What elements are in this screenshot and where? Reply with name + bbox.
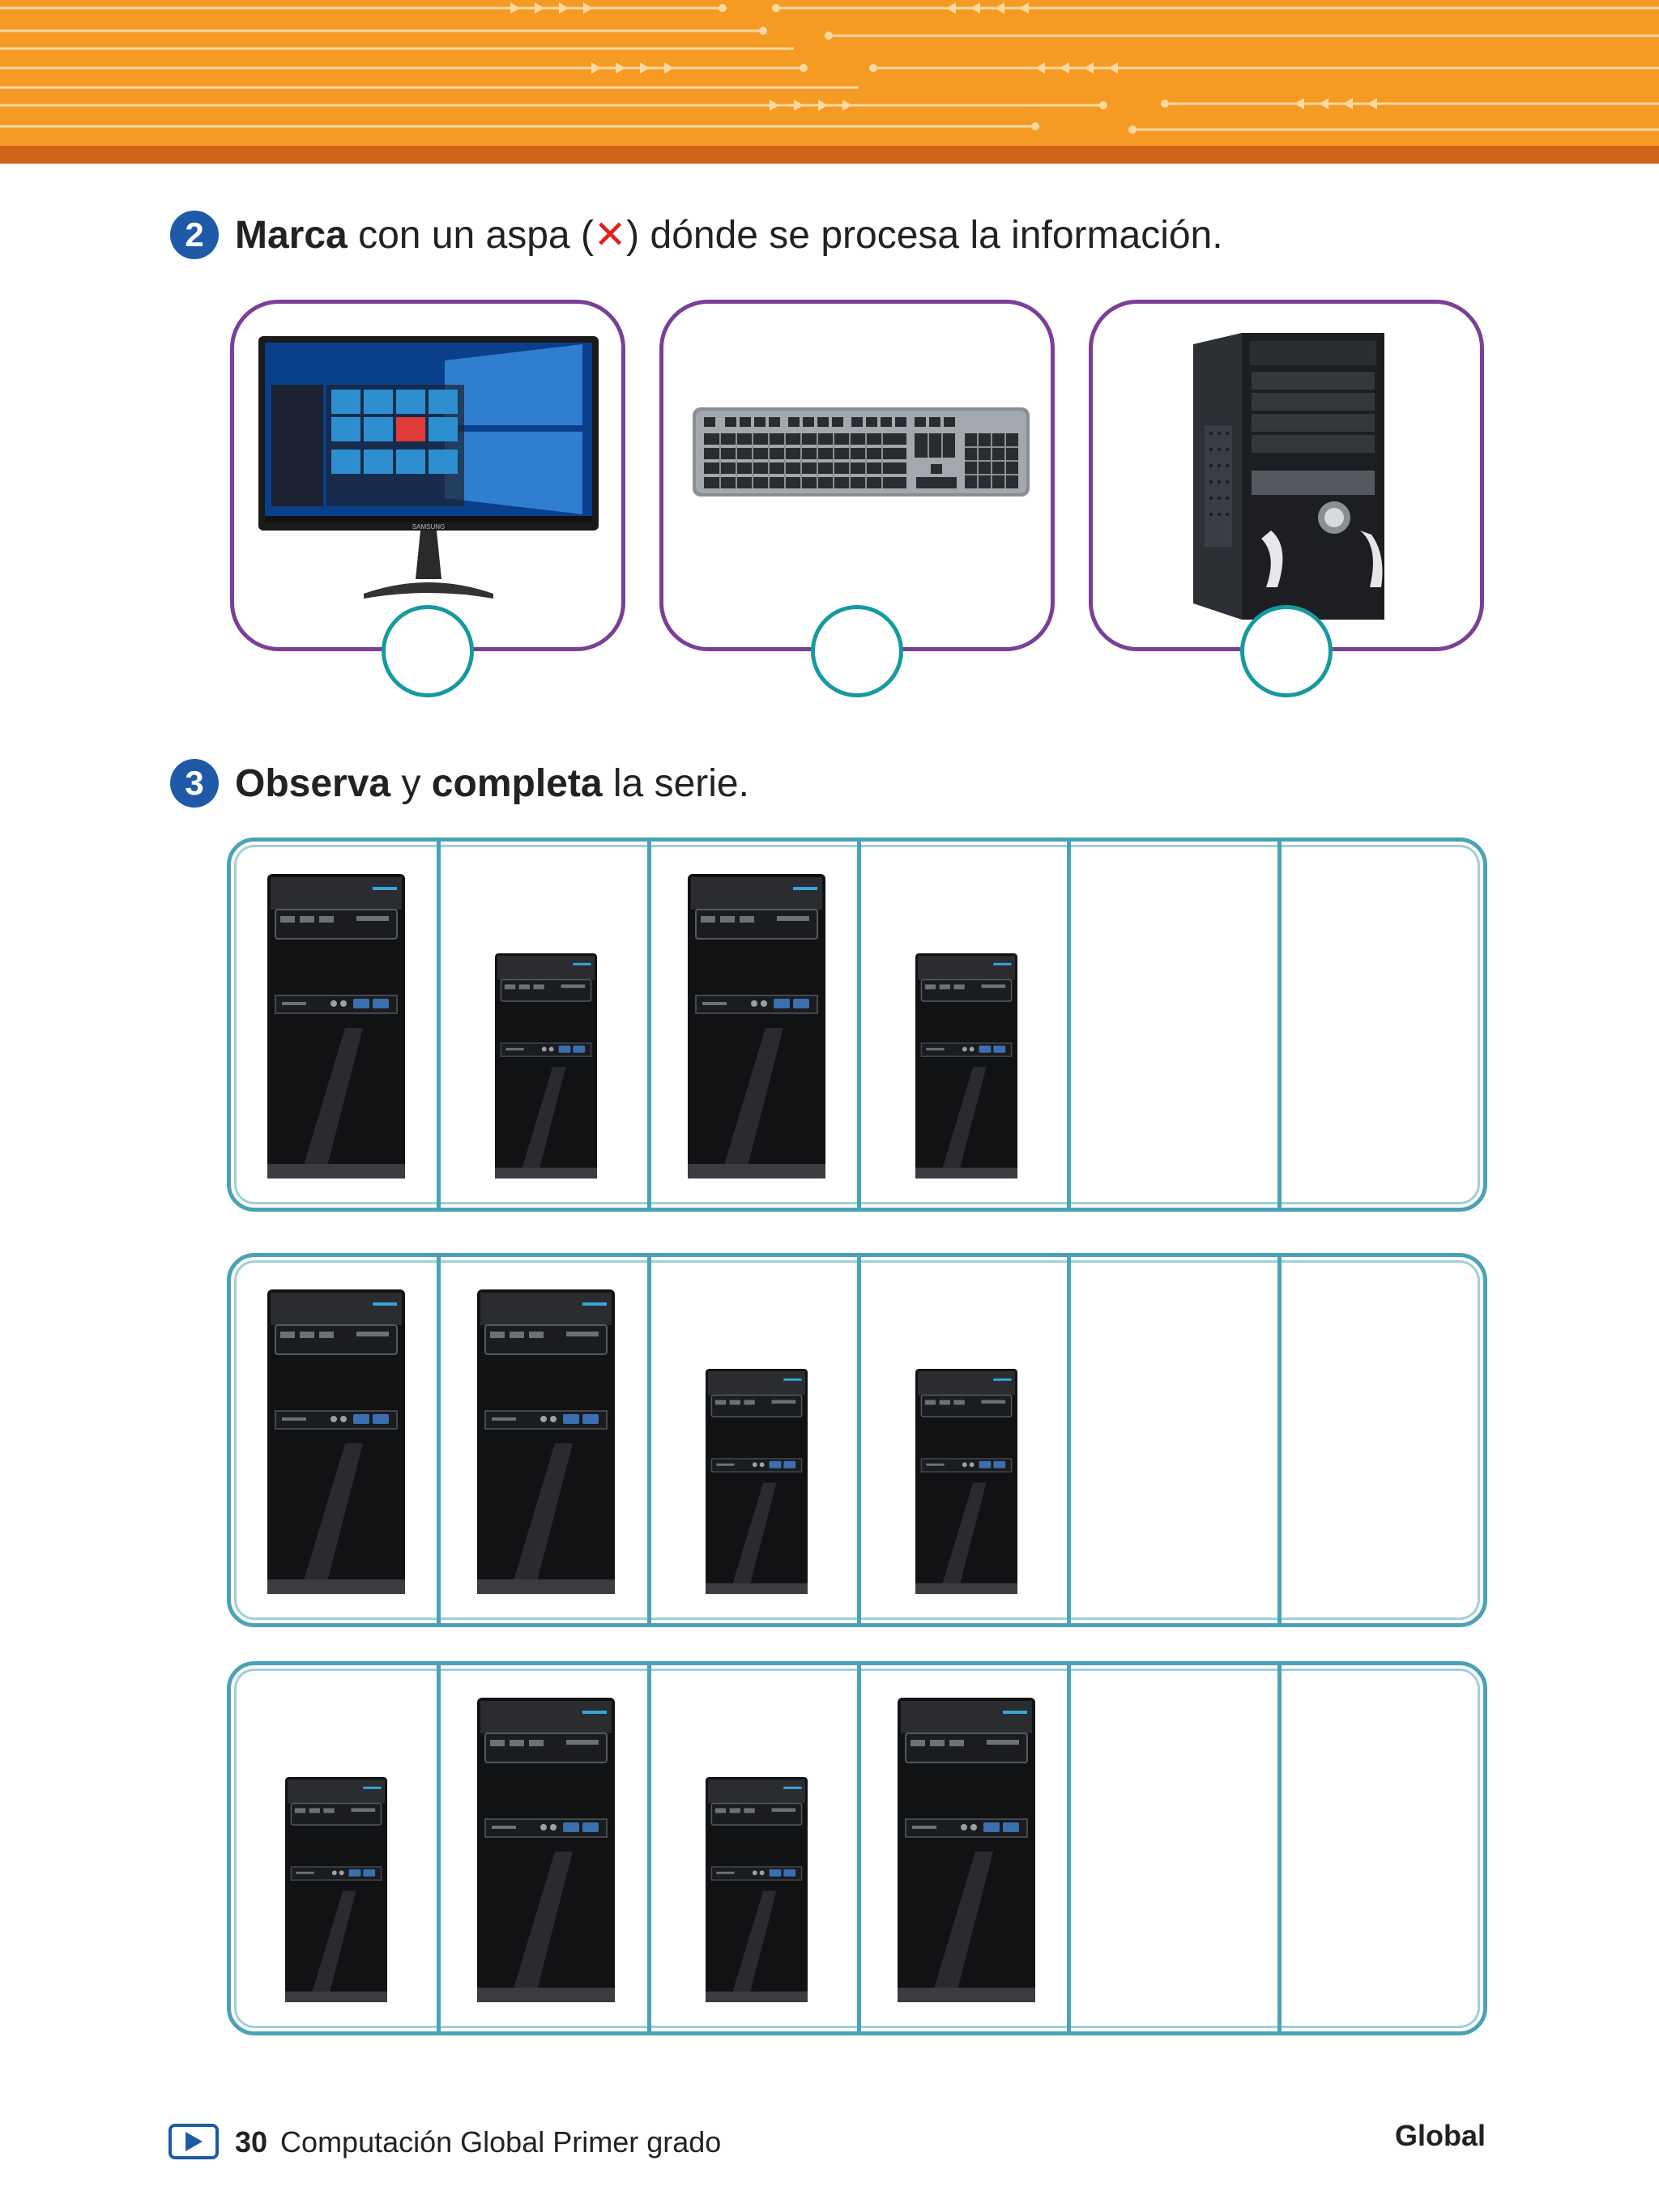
- cell-divider: [1067, 1665, 1071, 2031]
- page-number: 30: [235, 2125, 268, 2159]
- keyboard-icon: [693, 407, 1030, 497]
- exercise-verb: Marca: [235, 213, 348, 257]
- answer-circle[interactable]: [1240, 605, 1333, 697]
- cell-divider: [1067, 842, 1071, 1208]
- footer-book-info: 30 Computación Global Primer grado: [235, 2125, 721, 2159]
- series-cell: [861, 842, 1071, 1208]
- book-title: Computación Global Primer grado: [280, 2125, 722, 2159]
- series-cell[interactable]: [1071, 1665, 1281, 2031]
- header-banner: [0, 0, 1659, 164]
- small-computer-tower-icon: [706, 1777, 808, 2002]
- monitor-icon: SAMSUNG: [258, 336, 599, 599]
- cell-divider: [647, 842, 651, 1208]
- cell-divider: [1277, 1665, 1282, 2031]
- series-cell: [861, 1257, 1071, 1623]
- small-computer-tower-icon: [706, 1369, 808, 1594]
- exercise-2-title: 2 Marca con un aspa (✕) dónde se procesa…: [170, 211, 1223, 259]
- series-cell: [651, 1665, 861, 2031]
- series-cell[interactable]: [1071, 842, 1281, 1208]
- answer-circle[interactable]: [811, 605, 903, 697]
- small-computer-tower-icon: [285, 1777, 387, 2002]
- cell-divider: [1277, 1257, 1282, 1623]
- device-card-keyboard: [659, 300, 1055, 697]
- series-cell: [231, 1257, 441, 1623]
- play-icon[interactable]: [168, 2124, 219, 2159]
- series-cell: [441, 1257, 650, 1623]
- answer-circle[interactable]: [382, 605, 474, 697]
- exercise-number-badge: 3: [170, 759, 219, 808]
- series-cell[interactable]: [1282, 842, 1491, 1208]
- series-cell[interactable]: [1071, 1257, 1281, 1623]
- x-mark-icon: ✕: [593, 214, 627, 257]
- series-cell: [651, 1257, 861, 1623]
- exercise-3-title: 3 Observa y completa la serie.: [170, 759, 749, 808]
- series-row-1: [227, 837, 1487, 1212]
- exercise-text: con un aspa (: [347, 213, 594, 257]
- monitor-brand-label: SAMSUNG: [412, 523, 445, 531]
- cell-divider: [437, 1257, 441, 1623]
- cell-divider: [647, 1665, 651, 2031]
- large-computer-tower-icon: [898, 1698, 1035, 2002]
- series-row-2: [227, 1253, 1487, 1627]
- cell-divider: [857, 1257, 861, 1623]
- series-cell: [651, 842, 861, 1208]
- series-cell[interactable]: [1282, 1257, 1491, 1623]
- large-computer-tower-icon: [477, 1289, 615, 1594]
- exercise-verb: completa: [431, 761, 603, 805]
- small-computer-tower-icon: [915, 1369, 1017, 1594]
- cell-divider: [1067, 1257, 1071, 1623]
- cell-divider: [857, 1665, 861, 2031]
- large-computer-tower-icon: [267, 1289, 405, 1594]
- device-card-cpu: [1089, 300, 1484, 697]
- cell-divider: [1277, 842, 1282, 1208]
- publisher-brand: Global: [1395, 2119, 1486, 2152]
- large-computer-tower-icon: [688, 874, 825, 1178]
- cpu-tower-icon: [1193, 333, 1384, 620]
- exercise-verb: Observa: [235, 761, 391, 805]
- series-cell: [231, 842, 441, 1208]
- exercise-text: y: [390, 761, 432, 805]
- small-computer-tower-icon: [495, 953, 597, 1178]
- series-row-3: [227, 1661, 1487, 2035]
- device-card-monitor: SAMSUNG: [230, 300, 625, 697]
- exercise-number-badge: 2: [170, 211, 219, 259]
- small-computer-tower-icon: [915, 953, 1017, 1178]
- series-cell: [861, 1665, 1071, 2031]
- exercise-text: la serie.: [602, 761, 749, 805]
- series-cell: [231, 1665, 441, 2031]
- series-cell: [441, 1665, 650, 2031]
- cell-divider: [647, 1257, 651, 1623]
- large-computer-tower-icon: [267, 874, 405, 1178]
- cell-divider: [857, 842, 861, 1208]
- exercise-text: ) dónde se procesa la información.: [626, 213, 1223, 257]
- series-cell[interactable]: [1282, 1665, 1491, 2031]
- large-computer-tower-icon: [477, 1698, 615, 2002]
- cell-divider: [437, 1665, 441, 2031]
- series-cell: [441, 842, 650, 1208]
- cell-divider: [437, 842, 441, 1208]
